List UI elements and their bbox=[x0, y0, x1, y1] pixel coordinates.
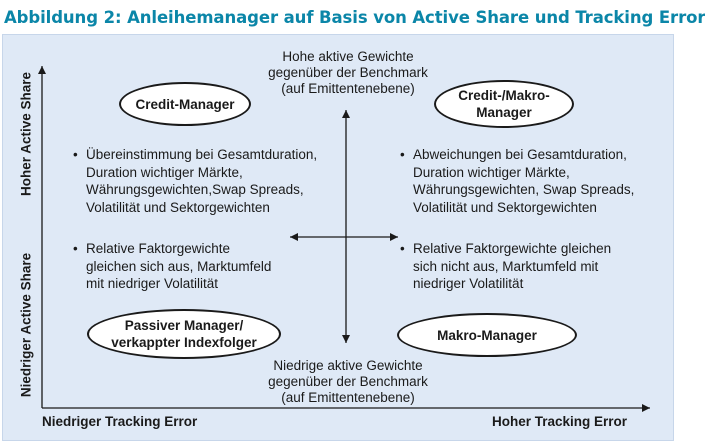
center-bottom-line: gegenüber der Benchmark bbox=[268, 374, 428, 389]
quadrant-makro-manager: Makro-Manager bbox=[397, 313, 577, 357]
center-top-text: Hohe aktive Gewichte gegenüber der Bench… bbox=[248, 49, 448, 97]
figure-title: Abbildung 2: Anleihemanager auf Basis vo… bbox=[4, 8, 705, 27]
bullet-line: Relative Faktorgewichte gleichen bbox=[413, 241, 612, 256]
bullet-left-top: • Übereinstimmung bei Gesamtduration, Du… bbox=[73, 146, 317, 216]
bullet-right-top: • Abweichungen bei Gesamtduration, Durat… bbox=[400, 146, 634, 216]
quadrant-label: Manager bbox=[476, 105, 532, 120]
quadrant-label: Makro-Manager bbox=[437, 327, 537, 343]
x-axis-label-low: Niedriger Tracking Error bbox=[42, 414, 198, 429]
bullet-dot: • bbox=[73, 241, 78, 256]
quadrant-label: Passiver Manager/ bbox=[124, 318, 244, 333]
bullet-line: Volatilität und Sektorgewichten bbox=[86, 199, 270, 215]
bullet-line: mit niedriger Volatilität bbox=[86, 276, 219, 291]
bullet-line: Übereinstimmung bei Gesamtduration, bbox=[86, 147, 318, 162]
bullet-line: Duration wichtiger Märkte, bbox=[413, 164, 570, 180]
quadrant-passive-manager: Passiver Manager/ verkappter Indexfolger bbox=[87, 309, 281, 359]
x-axis-label-high: Hoher Tracking Error bbox=[492, 414, 628, 429]
y-axis-label-high: Hoher Active Share bbox=[18, 71, 34, 197]
bullet-dot: • bbox=[73, 147, 78, 162]
bullet-right-bottom: • Relative Faktorgewichte gleichen sich … bbox=[400, 240, 611, 293]
center-bottom-line: (auf Emittentenebene) bbox=[281, 390, 415, 405]
bullet-line: gleichen sich aus, Marktumfeld bbox=[86, 258, 272, 274]
bullet-line: sich nicht aus, Marktumfeld mit bbox=[413, 258, 599, 274]
bullet-line: Währungsgewichten, Swap Spreads, bbox=[413, 182, 635, 197]
bullet-line: Volatilität und Sektorgewichten bbox=[413, 199, 597, 215]
center-bottom-text: Niedrige aktive Gewichte gegenüber der B… bbox=[248, 358, 448, 406]
bullet-line: Währungsgewichten,Swap Spreads, bbox=[86, 182, 304, 197]
center-top-line: gegenüber der Benchmark bbox=[268, 65, 428, 80]
center-top-line: (auf Emittentenebene) bbox=[281, 81, 415, 96]
quadrant-credit-manager: Credit-Manager bbox=[119, 82, 251, 126]
y-axis-label-low: Niedriger Active Share bbox=[18, 252, 34, 398]
bullet-line: niedriger Volatilität bbox=[413, 276, 524, 291]
bullet-dot: • bbox=[400, 241, 405, 256]
quadrant-label: verkappter Indexfolger bbox=[111, 335, 257, 350]
center-top-line: Hohe aktive Gewichte bbox=[282, 49, 414, 64]
center-bottom-line: Niedrige aktive Gewichte bbox=[273, 358, 423, 373]
quadrant-label: Credit-/Makro- bbox=[458, 88, 550, 103]
bullet-line: Duration wichtiger Märkte, bbox=[86, 164, 243, 180]
bullet-left-bottom: • Relative Faktorgewichte gleichen sich … bbox=[73, 240, 271, 293]
bullet-line: Relative Faktorgewichte bbox=[86, 241, 231, 256]
bullet-dot: • bbox=[400, 147, 405, 162]
quadrant-credit-makro-manager: Credit-/Makro- Manager bbox=[434, 80, 574, 128]
bullet-line: Abweichungen bei Gesamtduration, bbox=[413, 147, 627, 162]
axes-and-arrows bbox=[38, 66, 650, 412]
quadrant-label: Credit-Manager bbox=[135, 96, 235, 112]
